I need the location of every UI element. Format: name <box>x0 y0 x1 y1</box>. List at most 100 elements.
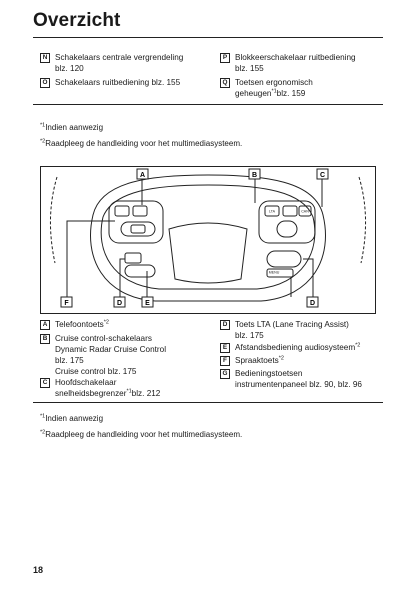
entry-line: instrumentenpaneel blz. 90, blz. 96 <box>235 380 362 389</box>
steering-wheel-figure: MENU LTA CAN A B C F D E D <box>40 166 376 314</box>
entry-d: D Toets LTA (Lane Tracing Assist) blz. 1… <box>220 319 380 341</box>
entry-f: F Spraaktoets*2 <box>220 355 380 366</box>
wheel-inner-rim <box>100 184 316 290</box>
callout-c: C <box>320 172 325 179</box>
footnote-1: *1Indien aanwezig <box>40 123 103 133</box>
left-switch-panel <box>108 200 164 244</box>
footnote-text: Indien aanwezig <box>45 414 104 423</box>
lta-button <box>264 205 280 217</box>
footnote-marker: *1 <box>271 88 277 95</box>
callout-a: A <box>140 172 145 179</box>
footnote-marker: *1 <box>126 388 132 395</box>
entry-text: Bedieningstoetsen instrumentenpaneel blz… <box>235 368 380 390</box>
leader-d-left <box>119 258 125 299</box>
title-rule <box>33 37 383 39</box>
entry-line: Telefoontoets <box>55 320 104 329</box>
entry-o: O Schakelaars ruitbediening blz. 155 <box>40 77 215 88</box>
page-number: 18 <box>33 565 44 575</box>
footnote-text: Raadpleeg de handleiding voor het multim… <box>45 430 243 439</box>
cancel-button <box>298 205 312 217</box>
entry-line: Cruise control blz. 175 <box>55 367 137 376</box>
callout-box-d-right <box>306 296 319 308</box>
footnote-marker: *1 <box>40 122 46 129</box>
footnote-1: *1Indien aanwezig <box>40 414 103 424</box>
letter-box: O <box>40 78 50 88</box>
audio-rocker <box>120 221 156 237</box>
entry-line-part: blz. 159 <box>276 89 306 98</box>
entry-line: blz. 120 <box>55 64 84 73</box>
letter-box: A <box>40 320 50 330</box>
leader-f <box>66 220 115 297</box>
footnote-marker: *2 <box>355 342 361 349</box>
letter-box: F <box>220 356 230 366</box>
footnote-2: *2Raadpleeg de handleiding voor het mult… <box>40 139 242 149</box>
callout-d-right: D <box>310 300 315 307</box>
footnote-marker: *2 <box>40 138 46 145</box>
entry-line: Toetsen ergonomisch <box>235 78 313 87</box>
wheel-rim <box>90 174 326 302</box>
entry-line: blz. 175 <box>55 356 84 365</box>
entry-g: G Bedieningstoetsen instrumentenpaneel b… <box>220 368 380 390</box>
entry-line: Schakelaars centrale vergrendeling <box>55 53 184 62</box>
entry-line-part: blz. 212 <box>131 389 161 398</box>
entry-line: Dynamic Radar Cruise Control <box>55 345 167 354</box>
letter-box: C <box>40 378 50 388</box>
menu-label: MENU <box>269 271 280 275</box>
footnote-marker: *2 <box>40 429 46 436</box>
callout-box-d-left <box>113 296 126 308</box>
wheel-hub <box>168 222 248 284</box>
entry-e: E Afstandsbediening audiosysteem*2 <box>220 342 380 353</box>
audio-center-button <box>130 224 146 234</box>
callout-e: E <box>145 300 150 307</box>
entry-text: Blokkeerschakelaar ruitbediening blz. 15… <box>235 52 380 74</box>
section-rule <box>33 402 383 403</box>
entry-p: P Blokkeerschakelaar ruitbediening blz. … <box>220 52 380 74</box>
footnote-text: Raadpleeg de handleiding voor het multim… <box>45 139 243 148</box>
cruise-lever <box>276 220 298 238</box>
entry-text: Schakelaars ruitbediening blz. 155 <box>55 78 181 87</box>
footnote-text: Indien aanwezig <box>45 123 104 132</box>
steering-wheel-illustration: MENU LTA CAN A B C F D E D <box>50 168 366 308</box>
letter-box: G <box>220 369 230 379</box>
entry-a: A Telefoontoets*2 <box>40 319 215 330</box>
entry-line: Spraaktoets <box>235 356 279 365</box>
footnote-marker: *2 <box>278 355 284 362</box>
menu-button <box>266 268 294 278</box>
callout-box-c <box>316 168 329 180</box>
callout-b: B <box>252 172 257 179</box>
left-button <box>114 205 130 217</box>
cancel-label: CAN <box>301 210 309 214</box>
entry-line: Afstandsbediening audiosysteem <box>235 343 356 352</box>
entry-text: Hoofdschakelaar snelheidsbegrenzer*1blz.… <box>55 377 215 399</box>
callout-f: F <box>64 300 69 307</box>
entry-text: Toets LTA (Lane Tracing Assist) blz. 175 <box>235 319 380 341</box>
letter-box: E <box>220 343 230 353</box>
callout-box-b <box>248 168 261 180</box>
entry-q: Q Toetsen ergonomisch geheugen*1blz. 159 <box>220 77 380 99</box>
phone-button <box>132 205 148 217</box>
voice-button <box>124 252 142 264</box>
entry-text: Toetsen ergonomisch geheugen*1blz. 159 <box>235 77 380 99</box>
letter-box: D <box>220 320 230 330</box>
entry-text: Afstandsbediening audiosysteem*2 <box>235 342 380 353</box>
entry-line: Blokkeerschakelaar ruitbediening <box>235 53 356 62</box>
entry-c: C Hoofdschakelaar snelheidsbegrenzer*1bl… <box>40 377 215 399</box>
section-rule <box>33 104 383 105</box>
entry-line: blz. 155 <box>235 64 264 73</box>
footnote-marker: *1 <box>40 413 46 420</box>
entry-line: Toets LTA (Lane Tracing Assist) <box>235 320 349 329</box>
meter-control-switch <box>124 264 156 278</box>
callout-box-e <box>141 296 154 308</box>
entry-line: Bedieningstoetsen <box>235 369 303 378</box>
entry-line-part: snelheidsbegrenzer <box>55 389 127 398</box>
callout-d-left: D <box>117 300 122 307</box>
meter-control-right <box>266 250 302 268</box>
entry-n: N Schakelaars centrale vergrendeling blz… <box>40 52 215 74</box>
entry-text: Schakelaars centrale vergrendeling blz. … <box>55 52 215 74</box>
entry-text: Spraaktoets*2 <box>235 355 380 366</box>
callout-box-a <box>136 168 149 180</box>
letter-box: N <box>40 53 50 63</box>
callout-box-f <box>60 296 73 308</box>
entry-text: Telefoontoets*2 <box>55 319 215 330</box>
right-switch-panel <box>258 200 316 244</box>
